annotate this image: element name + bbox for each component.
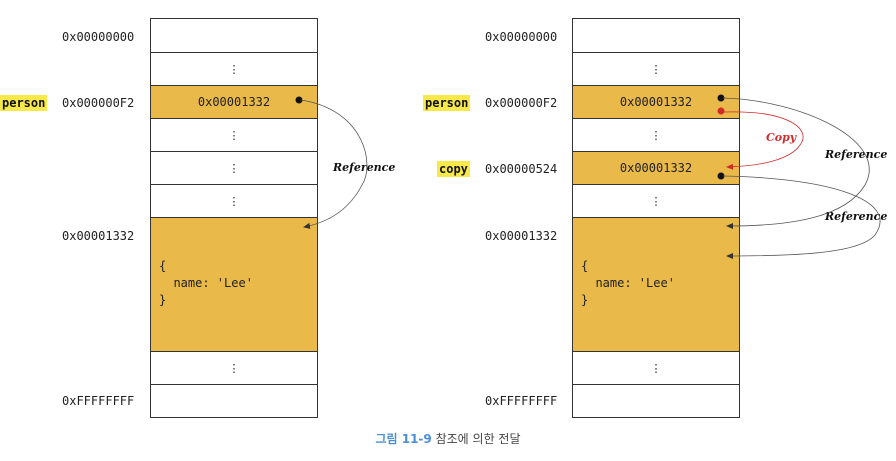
reference-label: Reference (825, 148, 888, 161)
address-label: 0x000000F2 (485, 96, 558, 110)
address-label: 0xFFFFFFFF (485, 394, 558, 408)
memory-cell-person: 0x00001332 (572, 85, 740, 119)
ellipsis: ⋮ (650, 128, 662, 142)
variable-label-copy: copy (437, 161, 470, 177)
memory-cell-object: { name: 'Lee' } (150, 217, 318, 352)
memory-cell-object: { name: 'Lee' } (572, 217, 740, 352)
address-label: 0x00001332 (485, 229, 558, 243)
memory-cell: ⋮ (150, 184, 318, 218)
cell-value: 0x00001332 (619, 95, 693, 109)
figure-title: 참조에 의한 전달 (435, 432, 521, 446)
memory-cell (150, 384, 318, 418)
address-label: 0x000000F2 (62, 96, 135, 110)
reference-label: Reference (825, 210, 888, 223)
memory-cell: ⋮ (572, 52, 740, 86)
ellipsis: ⋮ (650, 62, 662, 76)
object-literal: { name: 'Lee' } (581, 259, 675, 307)
memory-cell: ⋮ (150, 351, 318, 385)
figure-number: 그림 11-9 (375, 432, 432, 446)
variable-label-person: person (0, 95, 48, 111)
address-label: 0x00000000 (62, 30, 135, 44)
ellipsis: ⋮ (228, 62, 240, 76)
copy-arrow (723, 111, 804, 170)
variable-label-person: person (423, 95, 471, 111)
pointer-dot (717, 94, 725, 102)
ellipsis: ⋮ (228, 128, 240, 142)
figure-caption: 그림 11-9 참조에 의한 전달 (0, 430, 896, 447)
reference-arrow (722, 175, 881, 259)
pointer-dot (717, 172, 725, 180)
ellipsis: ⋮ (228, 194, 240, 208)
memory-cell (572, 384, 740, 418)
cell-value: 0x00001332 (197, 95, 271, 109)
address-label: 0x00000000 (485, 30, 558, 44)
reference-label: Reference (333, 161, 396, 174)
copy-source-dot (717, 107, 725, 115)
pointer-dot (295, 96, 303, 104)
memory-cell: ⋮ (572, 351, 740, 385)
ellipsis: ⋮ (228, 361, 240, 375)
ellipsis: ⋮ (650, 361, 662, 375)
ellipsis: ⋮ (228, 161, 240, 175)
cell-value: 0x00001332 (619, 161, 693, 175)
memory-cell: ⋮ (572, 184, 740, 218)
memory-cell-copy: 0x00001332 (572, 151, 740, 185)
reference-arrow (722, 97, 870, 229)
object-literal: { name: 'Lee' } (159, 259, 253, 307)
reference-arrow (300, 99, 368, 229)
copy-arrow-label: Copy (766, 131, 797, 144)
address-label: 0xFFFFFFFF (62, 394, 135, 408)
address-label: 0x00000524 (485, 162, 558, 176)
ellipsis: ⋮ (650, 194, 662, 208)
address-label: 0x00001332 (62, 229, 135, 243)
